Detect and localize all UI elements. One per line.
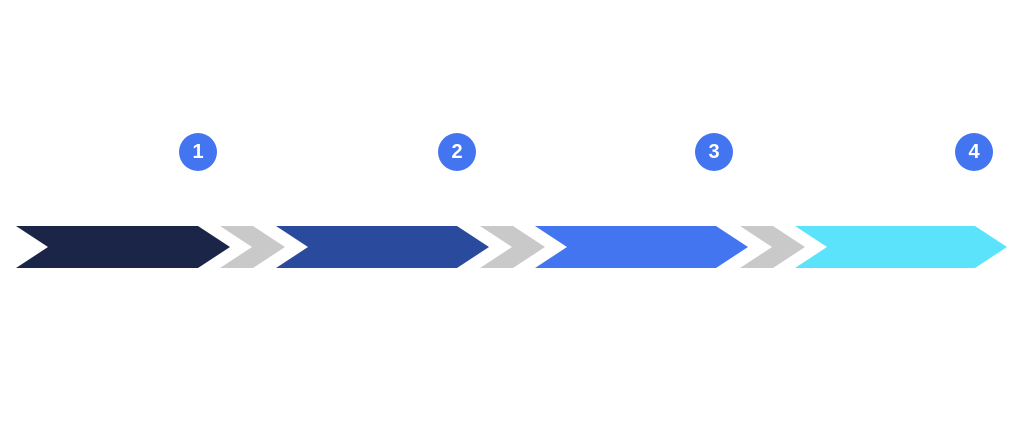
connector-chevron-1 xyxy=(220,226,285,268)
step-1-arrow xyxy=(16,226,230,268)
connector-chevron-3 xyxy=(740,226,805,268)
connector-chevron-2 xyxy=(480,226,545,268)
step-3-badge: 3 xyxy=(695,133,733,171)
step-2-badge: 2 xyxy=(438,133,476,171)
step-4-badge: 4 xyxy=(955,133,993,171)
step-1-number: 1 xyxy=(192,140,204,163)
step-1-badge: 1 xyxy=(179,133,217,171)
step-2-number: 2 xyxy=(451,140,463,163)
step-3-number: 3 xyxy=(708,140,720,163)
step-4-arrow xyxy=(795,226,1007,268)
step-4-number: 4 xyxy=(968,140,980,163)
step-2-arrow xyxy=(276,226,489,268)
step-3-arrow xyxy=(535,226,748,268)
